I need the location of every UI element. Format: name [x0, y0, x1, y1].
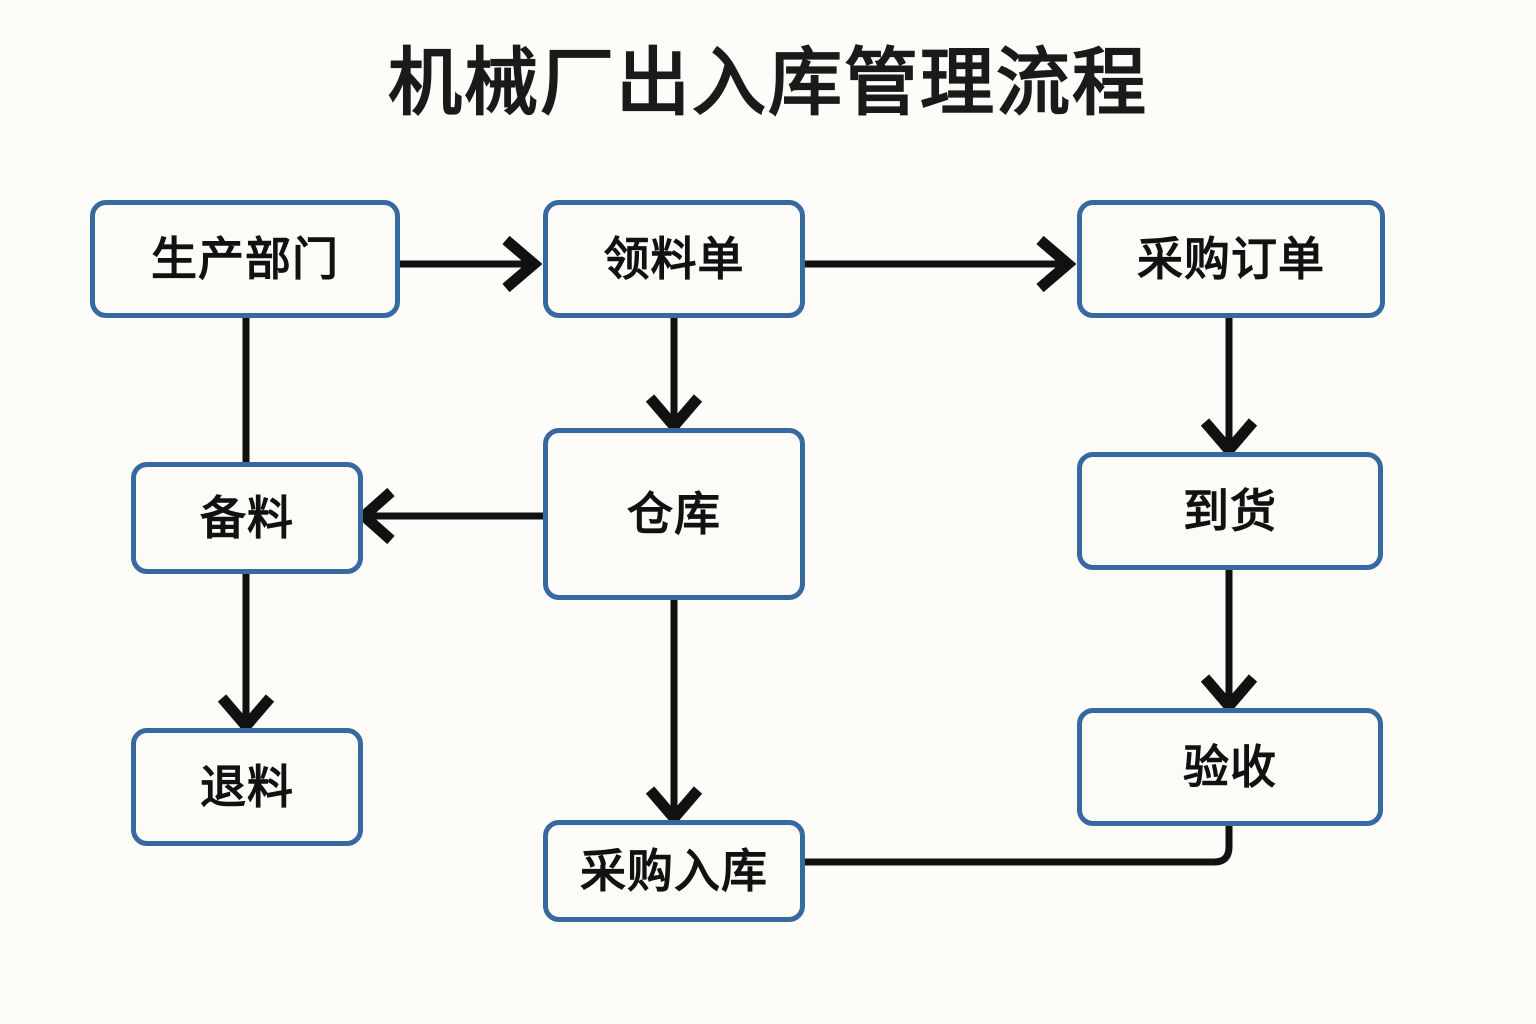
edge-production-dept-to-requisition-form [400, 235, 543, 293]
node-label: 采购订单 [1137, 233, 1325, 285]
edge-purchase-order-to-goods-arrival [1200, 318, 1258, 459]
node-inspection[interactable]: 验收 [1077, 708, 1383, 826]
node-requisition-form[interactable]: 领料单 [543, 200, 805, 318]
edge-goods-arrival-to-inspection [1200, 570, 1258, 715]
node-production-dept[interactable]: 生产部门 [90, 200, 400, 318]
node-label: 仓库 [627, 488, 721, 540]
edge-requisition-form-to-warehouse [645, 318, 703, 435]
edge-warehouse-to-purchase-inbound [645, 600, 703, 827]
node-goods-arrival[interactable]: 到货 [1077, 452, 1383, 570]
node-label: 退料 [200, 761, 294, 813]
node-purchase-order[interactable]: 采购订单 [1077, 200, 1385, 318]
edge-requisition-form-to-purchase-order [805, 235, 1077, 293]
edge-warehouse-to-material-prep [355, 487, 543, 545]
node-label: 备料 [200, 492, 294, 544]
edge-material-prep-to-material-return [217, 574, 275, 735]
edge-inspection-to-purchase-inbound [805, 826, 1233, 866]
node-label: 生产部门 [151, 233, 339, 285]
node-label: 验收 [1183, 741, 1277, 793]
node-warehouse[interactable]: 仓库 [543, 428, 805, 600]
node-label: 到货 [1183, 485, 1277, 537]
node-label: 采购入库 [580, 845, 768, 897]
node-material-return[interactable]: 退料 [131, 728, 363, 846]
node-purchase-inbound[interactable]: 采购入库 [543, 820, 805, 922]
page-title: 机械厂出入库管理流程 [388, 41, 1148, 124]
node-label: 领料单 [603, 233, 745, 285]
node-material-prep[interactable]: 备料 [131, 462, 363, 574]
